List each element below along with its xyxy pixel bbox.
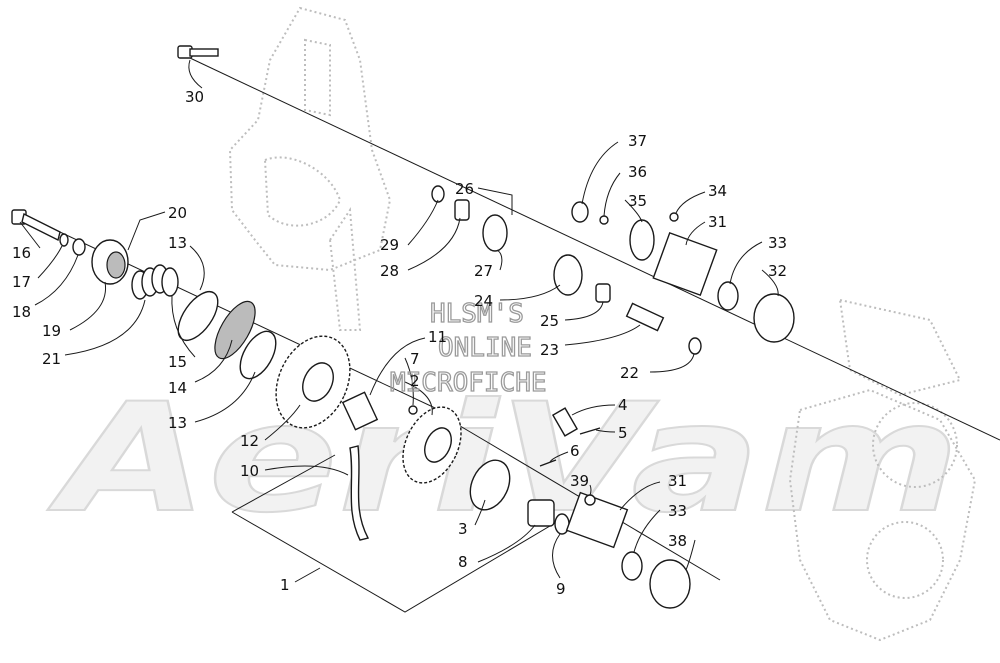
pin-4 (551, 407, 579, 437)
cover-31a (652, 231, 718, 297)
callout-10: 10 (240, 462, 259, 480)
gear-27 (482, 214, 508, 252)
watermark-logo: AeriVam (47, 372, 960, 546)
callout-17: 17 (12, 273, 31, 291)
watermark-line-2: ONLINE (438, 333, 532, 363)
nut-34 (669, 212, 679, 222)
bracket-1 (231, 511, 561, 613)
bushing-25 (595, 283, 611, 303)
gear-24 (553, 254, 583, 296)
bolt-30 (177, 45, 219, 59)
cap-37 (571, 201, 589, 223)
washer-22 (688, 337, 702, 355)
shaft-23 (625, 302, 665, 332)
callout-4: 4 (618, 396, 628, 414)
gear-35 (629, 219, 655, 261)
watermark-line-1: HLSM'S (430, 299, 524, 329)
callout-21: 21 (42, 350, 61, 368)
bolt-16 (11, 209, 61, 242)
callout-29: 29 (380, 236, 399, 254)
gear-2 (402, 406, 462, 484)
callout-5: 5 (618, 424, 628, 442)
watermark-line-3: MICROFICHE (390, 368, 547, 398)
callout-13-lower: 13 (168, 414, 187, 432)
callout-33-lower: 33 (668, 502, 687, 520)
callout-7: 7 (410, 350, 420, 368)
callout-31-upper: 31 (708, 213, 727, 231)
chain-10 (349, 445, 370, 541)
callout-38: 38 (668, 532, 687, 550)
washer-13b (239, 330, 277, 380)
callout-2: 2 (410, 372, 420, 390)
plate-3 (469, 459, 511, 511)
spring-6 (539, 459, 557, 467)
callout-19: 19 (42, 322, 61, 340)
bearing-38 (649, 559, 691, 609)
leader-lines (19, 59, 779, 583)
nut-39 (584, 494, 596, 506)
cover-31b (565, 491, 629, 549)
callout-1: 1 (280, 576, 290, 594)
callout-12: 12 (240, 432, 259, 450)
ghost-case-upper (228, 6, 392, 331)
callout-23: 23 (540, 341, 559, 359)
bushing-28 (454, 199, 470, 221)
callout-33-upper: 33 (768, 234, 787, 252)
callout-26: 26 (455, 180, 474, 198)
callout-15: 15 (168, 353, 187, 371)
clip-5 (579, 427, 601, 435)
callout-31-lower: 31 (668, 472, 687, 490)
bearing-14 (214, 300, 256, 360)
screw-7 (408, 405, 418, 415)
upper-axis-line (189, 57, 1000, 441)
sprocket-12 (275, 335, 351, 429)
callout-24: 24 (474, 292, 493, 310)
callout-3: 3 (458, 520, 468, 538)
bearing-32 (753, 293, 795, 343)
callout-35: 35 (628, 192, 647, 210)
callout-20: 20 (168, 204, 187, 222)
washer-29 (431, 185, 445, 203)
callout-14: 14 (168, 379, 187, 397)
oring-33b (621, 551, 643, 581)
callout-8: 8 (458, 553, 468, 571)
oring-33a (717, 281, 739, 311)
ghost-case-lower (788, 298, 977, 642)
callout-25: 25 (540, 312, 559, 330)
bearing-8 (527, 499, 555, 527)
callout-18: 18 (12, 303, 31, 321)
callout-27: 27 (474, 262, 493, 280)
washer-18 (72, 238, 86, 256)
cap-19 (91, 239, 129, 285)
callout-13-upper: 13 (168, 234, 187, 252)
washer-17 (59, 233, 69, 247)
hub-11 (341, 391, 379, 431)
callout-22: 22 (620, 364, 639, 382)
spring-21 (131, 264, 179, 300)
callout-37: 37 (628, 132, 647, 150)
callout-36: 36 (628, 163, 647, 181)
callout-16: 16 (12, 244, 31, 262)
callout-11: 11 (428, 328, 447, 346)
callout-9: 9 (556, 580, 566, 598)
callout-30: 30 (185, 88, 204, 106)
bracket-1-arm (231, 454, 336, 513)
callout-6: 6 (570, 442, 580, 460)
callout-32: 32 (768, 262, 787, 280)
callout-39: 39 (570, 472, 589, 490)
callout-34: 34 (708, 182, 727, 200)
callout-28: 28 (380, 262, 399, 280)
pin-36 (599, 215, 609, 225)
callout-labels: 30 16 17 18 19 20 21 13 15 14 13 12 11 7… (12, 88, 787, 598)
